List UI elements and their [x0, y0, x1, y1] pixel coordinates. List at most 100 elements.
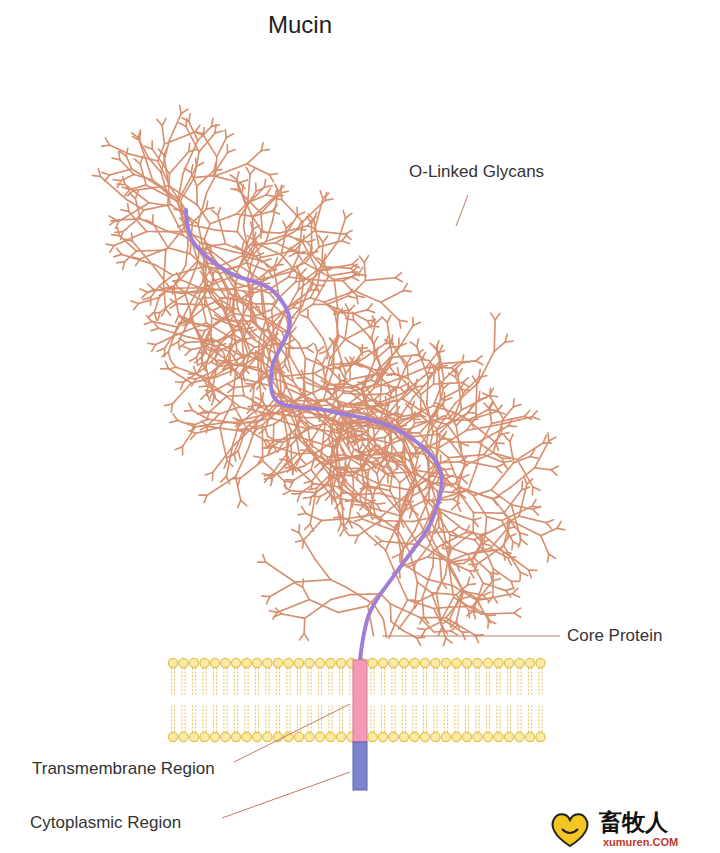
- glycan-segment: [337, 493, 344, 497]
- glycan-segment: [297, 377, 305, 380]
- glycan-segment: [483, 544, 491, 546]
- glycan-segment: [321, 424, 325, 456]
- glycan-segment: [215, 315, 221, 320]
- glycan-segment: [428, 365, 430, 373]
- glycan-segment: [298, 412, 305, 415]
- glycan-segment: [173, 414, 178, 420]
- glycan-segment: [448, 413, 454, 418]
- glycan-segment: [123, 177, 126, 185]
- glycan-segment: [222, 361, 229, 364]
- glycan-segment: [117, 262, 125, 263]
- glycan-segment: [266, 188, 270, 195]
- glycan-segment: [456, 426, 459, 447]
- glycan-segment: [441, 381, 444, 389]
- glycan-segment: [243, 374, 245, 382]
- glycan-segment: [116, 221, 119, 228]
- glycan-segment: [301, 315, 309, 318]
- glycan-segment: [436, 462, 461, 463]
- glycan-segment: [341, 429, 368, 440]
- glycan-segment: [283, 221, 286, 228]
- glycan-segment: [305, 377, 328, 389]
- glycan-chains: [92, 106, 564, 646]
- glycan-segment: [133, 186, 168, 191]
- glycan-segment: [140, 140, 149, 158]
- glycan-segment: [532, 417, 539, 420]
- glycan-segment: [543, 436, 546, 443]
- glycan-segment: [367, 304, 372, 310]
- glycan-segment: [174, 209, 182, 211]
- glycan-segment: [114, 254, 122, 256]
- glycan-segment: [265, 429, 267, 437]
- glycan-segment: [291, 431, 315, 456]
- glycan-segment: [166, 226, 185, 250]
- glycan-segment: [213, 307, 220, 311]
- glycan-segment: [531, 487, 533, 495]
- glycan-segment: [343, 274, 359, 281]
- glycan-segment: [338, 374, 340, 382]
- glycan-segment: [111, 220, 119, 222]
- glycan-segment: [188, 378, 196, 380]
- glycan-segment: [455, 383, 478, 403]
- glycan-segment: [240, 328, 249, 356]
- glycan-segment: [110, 246, 114, 253]
- glycan-segment: [320, 351, 327, 354]
- glycan-segment: [272, 211, 280, 214]
- glycan-segment: [346, 319, 354, 321]
- glycan-segment: [252, 216, 261, 230]
- glycan-segment: [438, 449, 449, 458]
- glycan-segment: [348, 296, 356, 298]
- glycan-segment: [451, 441, 478, 443]
- glycan-segment: [196, 132, 203, 135]
- glycan-segment: [176, 273, 180, 280]
- glycan-segment: [460, 462, 467, 466]
- glycan-segment: [182, 427, 195, 447]
- glycan-segment: [162, 352, 168, 357]
- glycan-segment: [150, 297, 152, 305]
- glycan-segment: [298, 270, 322, 290]
- glycan-segment: [262, 231, 279, 234]
- glycan-segment: [123, 262, 125, 270]
- glycan-segment: [237, 183, 238, 191]
- glycan-segment: [98, 169, 100, 177]
- glycan-segment: [314, 198, 322, 230]
- glycan-segment: [411, 409, 414, 423]
- glycan-segment: [119, 152, 120, 160]
- glycan-segment: [162, 118, 166, 125]
- glycan-segment: [127, 190, 133, 195]
- glycan-segment: [254, 456, 262, 458]
- glycan-segment: [163, 250, 165, 283]
- glycan-segment: [520, 533, 528, 535]
- glycan-segment: [226, 476, 229, 483]
- glycan-segment: [479, 369, 480, 377]
- glycan-segment: [256, 405, 279, 414]
- glycan-segment: [168, 248, 190, 254]
- glycan-segment: [364, 398, 368, 405]
- glycan-segment: [148, 343, 156, 344]
- glycan-segment: [154, 312, 156, 320]
- glycan-segment: [458, 376, 461, 410]
- glycan-segment: [194, 366, 197, 373]
- glycan-segment: [164, 148, 167, 155]
- glycan-segment: [262, 370, 267, 376]
- glycan-segment: [293, 381, 310, 406]
- glycan-segment: [478, 392, 481, 400]
- glycan-segment: [390, 367, 395, 374]
- glycan-segment: [152, 215, 154, 223]
- glycan-segment: [438, 371, 440, 400]
- glycan-segment: [283, 491, 290, 495]
- glycan-segment: [255, 183, 257, 191]
- glycan-segment: [263, 347, 264, 355]
- glycan-segment: [134, 159, 140, 164]
- glycan-segment: [501, 537, 509, 549]
- glycan-segment: [524, 416, 531, 419]
- glycan-segment: [238, 451, 240, 459]
- glycan-segment: [149, 158, 161, 172]
- glycan-segment: [195, 125, 199, 132]
- glycan-segment: [255, 397, 262, 401]
- glycan-segment: [178, 420, 196, 426]
- glycan-segment: [403, 284, 407, 291]
- glycan-segment: [303, 497, 311, 498]
- glycan-segment: [207, 346, 233, 365]
- glycan-segment: [423, 401, 430, 419]
- glycan-segment: [158, 149, 163, 155]
